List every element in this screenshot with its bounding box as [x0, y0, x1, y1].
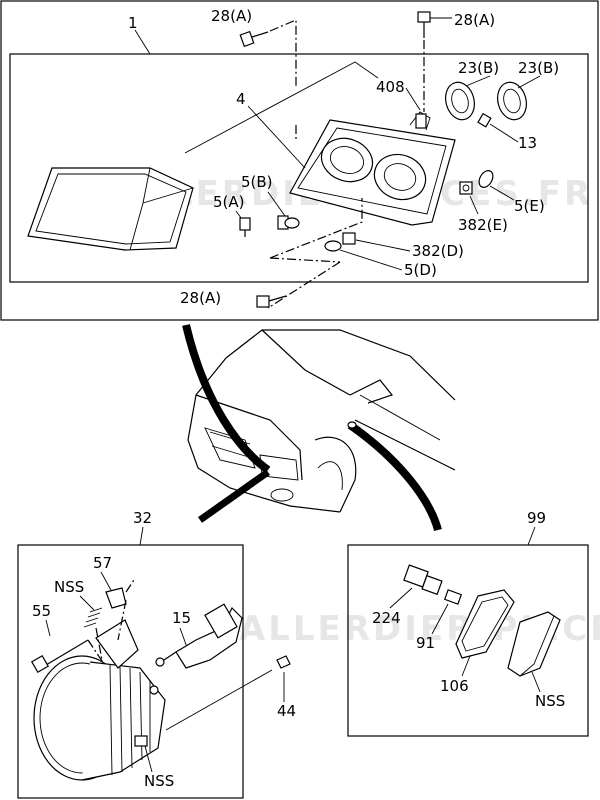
nss-bottom-label: NSS [144, 772, 174, 790]
bulb-5a [239, 217, 251, 237]
screw-top-left-line [269, 19, 297, 88]
socket-224 [403, 564, 443, 596]
nut-44 [276, 655, 291, 669]
fog-lamp-assembly: 32 57 NSS [17, 469, 296, 799]
socket-23b-right [497, 81, 527, 121]
headlamp-label: 1 [128, 14, 138, 32]
vehicle-front-view [182, 324, 456, 532]
part-55-label: 55 [32, 602, 51, 620]
fog-lamp-label: 32 [133, 509, 152, 527]
fog-lamp-frame [17, 544, 244, 799]
bulb-91 [443, 589, 463, 605]
socket-23b-right-label: 23(B) [518, 59, 559, 77]
headlamp-label-leader [134, 29, 151, 55]
part-13-label: 13 [518, 134, 537, 152]
part-57-label: 57 [93, 554, 112, 572]
socket-23b-left [445, 81, 475, 121]
nut-44-leader [165, 669, 273, 731]
bulb-15 [155, 603, 243, 669]
socket-382d-label: 382(D) [412, 242, 464, 260]
side-marker-assembly: 99 224 91 106 NSS [347, 509, 589, 737]
socket-224-label: 224 [372, 609, 401, 627]
headlamp-inner-frame [9, 53, 589, 283]
socket-382d [342, 232, 356, 245]
bolt-55 [30, 639, 89, 674]
side-marker-label: 99 [527, 509, 546, 527]
bulb-5e-label: 5(E) [514, 197, 545, 215]
bulb-5d [324, 240, 342, 252]
screw-top-right-label: 28(A) [454, 11, 495, 29]
gasket-106-label: 106 [440, 677, 469, 695]
headlamp-assembly: 1 4 28(A) [0, 0, 599, 321]
fog-lamp-body [33, 619, 166, 781]
bulb-15-label: 15 [172, 609, 191, 627]
bulb-5b [277, 215, 300, 230]
bulb-5d-label: 5(D) [404, 261, 437, 279]
screw-top-right [417, 11, 452, 38]
side-marker-frame [347, 544, 589, 737]
part-13 [477, 112, 492, 128]
part-13-leader [489, 123, 519, 143]
socket-23b-left-label: 23(B) [458, 59, 499, 77]
headlamp-outer-frame [0, 0, 599, 321]
housing-bulb-line [269, 198, 363, 259]
part-57 [105, 587, 127, 609]
part-408-label: 408 [376, 78, 405, 96]
screw-bottom-label: 28(A) [180, 289, 221, 307]
bulb-91-label: 91 [416, 634, 435, 652]
housing-leader [247, 105, 306, 169]
headlamp-housing [289, 111, 456, 226]
gasket-106 [455, 589, 515, 659]
nss-label: NSS [535, 692, 565, 710]
bulb-5e [478, 170, 494, 188]
socket-382e-label: 382(E) [458, 216, 508, 234]
screw-top-left-label: 28(A) [211, 7, 252, 25]
screw-top-left [239, 30, 269, 48]
headlamp-lens [27, 167, 194, 251]
side-marker-lens [507, 611, 561, 677]
bulb-5a-label: 5(A) [213, 193, 245, 211]
bulb-5b-label: 5(B) [241, 173, 273, 191]
nss-top-label: NSS [54, 578, 84, 596]
nut-44-label: 44 [277, 702, 296, 720]
socket-382e [459, 181, 473, 195]
part-408-leader [405, 87, 421, 111]
nss-spring [83, 607, 103, 661]
lens-leader [184, 61, 379, 154]
fog-lamp-label-leader [139, 526, 144, 546]
housing-label: 4 [236, 90, 246, 108]
screw-bottom [256, 295, 287, 308]
